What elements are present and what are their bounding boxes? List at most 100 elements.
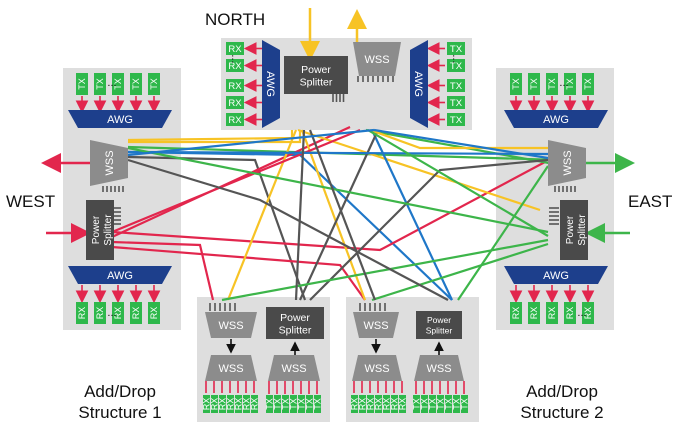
rx-n-4: RX: [226, 96, 244, 109]
ad2-rx-3: RX: [366, 395, 376, 413]
awg-west-rx-label: AWG: [107, 270, 133, 282]
wss-north-label: WSS: [364, 54, 389, 66]
tx-w-5-label: TX: [149, 78, 159, 90]
add-drop-captions: Add/Drop Structure 1 Add/Drop Structure …: [78, 382, 603, 422]
tx-n-5-box: [447, 113, 465, 126]
rx-w-2-label: RX: [95, 307, 105, 320]
wss-ad2-drop: WSS: [353, 312, 399, 338]
wss-ad1-add-shape: [268, 355, 320, 381]
rx-n-dots: ...: [229, 54, 241, 63]
line-gray-west-ad2: [127, 158, 449, 301]
line-nwss-gray-ad1: [299, 129, 379, 301]
splitter-west-label-2: Splitter: [103, 214, 114, 246]
rx-w-dots: ...: [107, 307, 116, 319]
wss-ad2-bottom-shape: [352, 355, 402, 381]
awg-west-rx: AWG: [68, 266, 172, 284]
ad2-rx-5: RX: [382, 395, 392, 413]
ad2-rx-6-box: [391, 395, 398, 413]
ad1-rx-5: RX: [234, 395, 244, 413]
wss-ad2-drop-label: WSS: [363, 320, 388, 332]
ad1-tx-2: TX: [273, 395, 283, 413]
ad1-rx-7: RX: [250, 395, 260, 413]
splitter-east-box: [560, 200, 588, 260]
splitter-north-box: [284, 56, 348, 94]
ad1-rx-2-box: [211, 395, 218, 413]
rx-w-1-label: RX: [77, 307, 87, 320]
ad2-rx-3-label: RX: [366, 398, 376, 411]
line-east-yellow-north: [369, 128, 548, 150]
line-east-green-ad2: [457, 165, 549, 301]
rx-e-4-box: [564, 302, 576, 324]
awg-north-tx: AWG: [410, 40, 428, 128]
splitter-ad1-box: [266, 307, 324, 339]
ad2-tx-2-label: TX: [420, 398, 430, 410]
rx-e-dots: ...: [577, 307, 586, 319]
splitter-ad1-label-2: Splitter: [279, 325, 312, 337]
line-esplit-green-ad1: [221, 238, 549, 302]
tx-e-5: TX: [582, 73, 594, 95]
ad1-tx-2-label: TX: [273, 398, 283, 410]
awg-north-tx-label: AWG: [412, 71, 424, 97]
ad1-rx-6-box: [243, 395, 250, 413]
ad2-tx-4-label: TX: [436, 398, 446, 410]
ad1-tx-7-box: [314, 395, 321, 413]
rx-n-1: RX: [226, 42, 244, 55]
rx-w-5: RX: [148, 302, 160, 324]
awg-west-rx-shape: [68, 266, 172, 284]
ad2-tx-7-box: [461, 395, 468, 413]
tx-w-4: TX: [130, 73, 142, 95]
ad1-tx-1: TX: [265, 395, 275, 413]
tx-e-3-box: [546, 73, 558, 95]
rx-e-1: RX: [510, 302, 522, 324]
rx-n-2-label: RX: [228, 61, 242, 72]
wss-ad2-bottom-label: WSS: [364, 363, 389, 375]
ad2-rx-2-box: [359, 395, 366, 413]
splitter-ad2-label-2: Splitter: [426, 326, 453, 336]
rx-e-2-label: RX: [529, 307, 539, 320]
tx-n-2-label: TX: [450, 61, 463, 72]
ad2-rx-1-box: [351, 395, 358, 413]
east-panel: [496, 68, 614, 330]
ad1-tx-5: TX: [297, 395, 307, 413]
splitter-ad2-box: [416, 311, 462, 339]
splitter-east-label-2: Splitter: [577, 214, 588, 246]
tx-w-5: TX: [148, 73, 160, 95]
tx-n-3-label: TX: [450, 81, 463, 92]
ad1-tx-4-box: [290, 395, 297, 413]
ad2-tx-3: TX: [428, 395, 438, 413]
tx-w-4-box: [130, 73, 142, 95]
ad1-rx-5-label: RX: [234, 398, 244, 411]
tx-e-1-box: [510, 73, 522, 95]
splitter-west-box: [86, 200, 114, 260]
ad2-rx-1-label: RX: [350, 398, 360, 411]
wss-ad2-add-shape: [414, 355, 464, 381]
rx-n-2: RX: [226, 59, 244, 72]
tx-w-1-box: [76, 73, 88, 95]
line-gray-north-ad2: [308, 129, 377, 301]
ad1-tx-6: TX: [305, 395, 315, 413]
line-west-gray-ad1: [127, 155, 307, 301]
ad1-rx-5-box: [235, 395, 242, 413]
rx-e-3-box: [546, 302, 558, 324]
ad1-tx-5-box: [298, 395, 305, 413]
ad1-tx-1-label: TX: [265, 398, 275, 410]
tx-w-1-label: TX: [77, 78, 87, 90]
ad1-rx-4-box: [227, 395, 234, 413]
tx-w-2-label: TX: [95, 78, 105, 90]
line-wsplit-red-ad2: [111, 245, 366, 301]
awg-north-rx: AWG: [262, 40, 280, 128]
tx-n-2-box: [447, 59, 465, 72]
rx-n-5-label: RX: [228, 115, 242, 126]
tx-n-1: TX: [447, 42, 465, 55]
line-nsplit-yellow-ad2: [300, 129, 367, 301]
ad1-tx-1-box: [266, 395, 273, 413]
wss-ad1-bottom-shape: [205, 355, 257, 381]
tx-w-2-box: [94, 73, 106, 95]
rx-n-5: RX: [226, 113, 244, 126]
tx-n-5: TX: [447, 113, 465, 126]
ad2-rx-7-label: RX: [398, 398, 408, 411]
ad2-rx-6: RX: [390, 395, 400, 413]
